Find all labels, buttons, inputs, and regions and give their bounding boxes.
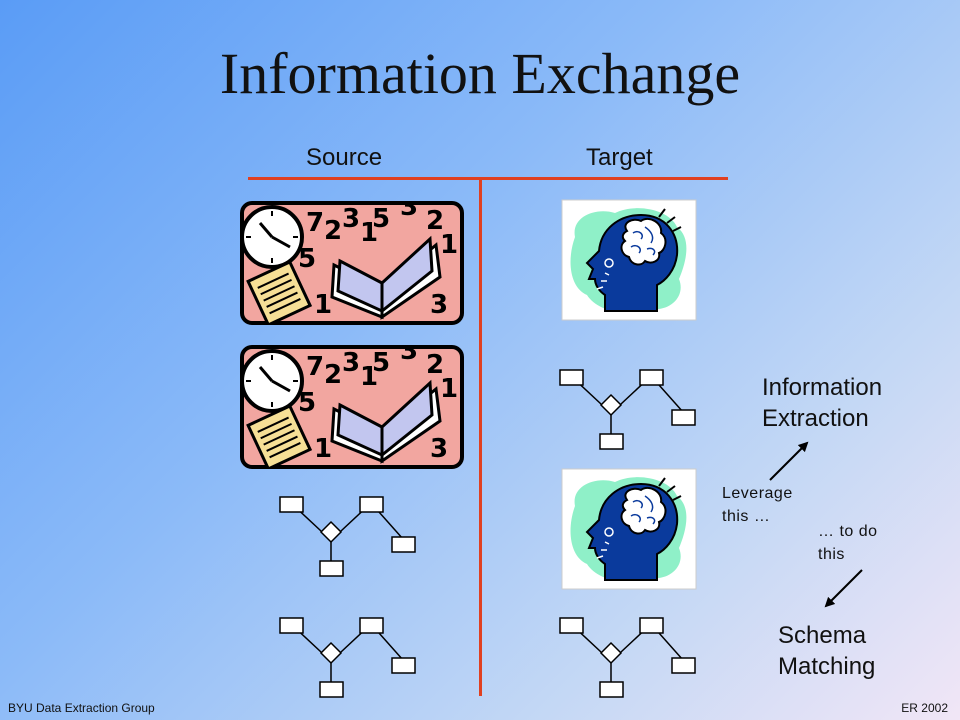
information-extraction-line-2: Extraction [762, 405, 869, 432]
column-divider-line [479, 180, 482, 696]
documents-clipart-icon [240, 345, 464, 469]
to-do-down-arrow-icon [824, 569, 863, 608]
brain-head-clipart-icon [561, 468, 697, 590]
target-schema-diagram-icon [559, 616, 699, 708]
information-extraction-line-1: Information [762, 374, 883, 401]
footer-conference: ER 2002 [901, 701, 948, 715]
source-schema-diagram-icon [279, 495, 419, 587]
leverage-label: Leverage this … [722, 482, 793, 528]
to-do-line-1: … to do [818, 523, 878, 540]
to-do-this-label: … to do this [818, 520, 878, 566]
brain-head-clipart-icon [561, 199, 697, 321]
leverage-line-2: this … [722, 508, 771, 525]
schema-matching-label: Schema Matching [778, 620, 875, 682]
leverage-up-arrow-icon [769, 441, 809, 481]
schema-matching-line-2: Matching [778, 653, 876, 680]
schema-matching-line-1: Schema [778, 622, 867, 649]
information-extraction-label: Information Extraction [762, 372, 882, 434]
header-divider-line [248, 177, 728, 180]
documents-clipart-icon [240, 201, 464, 325]
to-do-line-2: this [818, 546, 845, 563]
source-schema-diagram-icon [279, 616, 419, 708]
target-schema-diagram-icon [559, 368, 699, 460]
slide-title: Information Exchange [219, 41, 741, 106]
source-column-label: Source [306, 144, 383, 171]
footer-organization: BYU Data Extraction Group [8, 701, 155, 715]
target-column-label: Target [586, 144, 653, 171]
leverage-line-1: Leverage [722, 485, 793, 502]
